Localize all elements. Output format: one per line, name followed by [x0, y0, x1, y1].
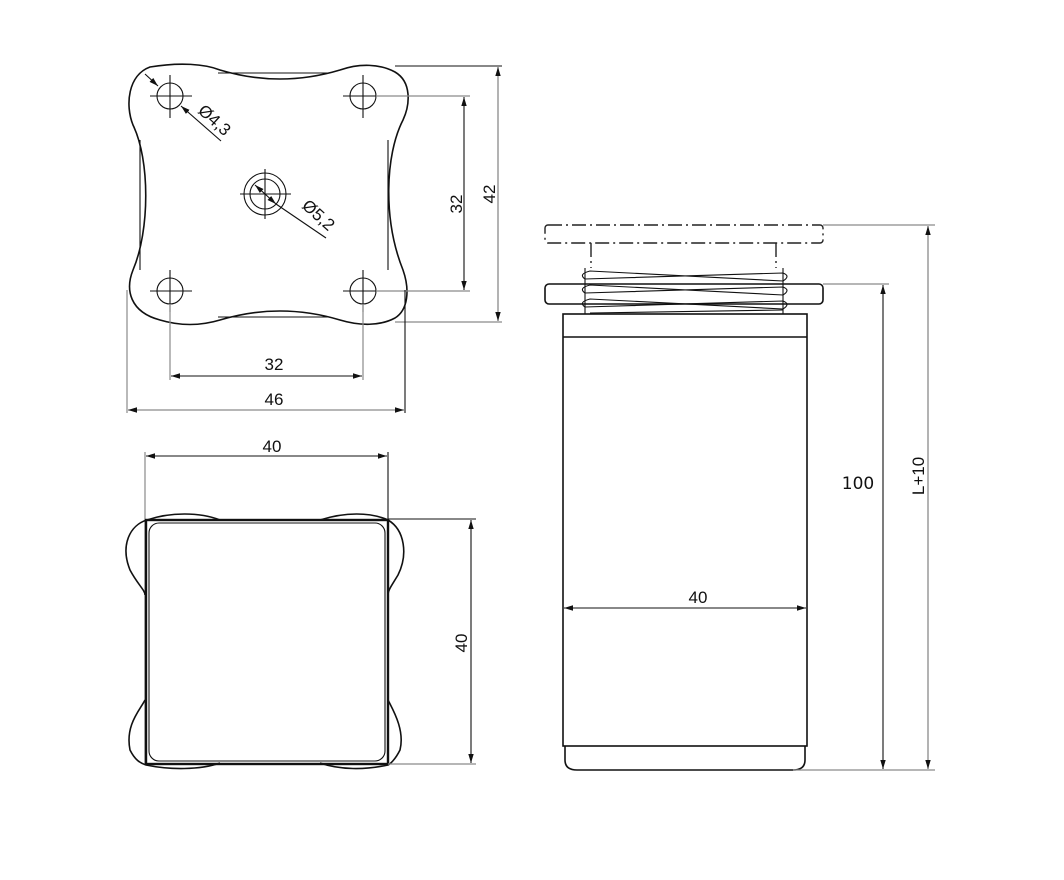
dim-label-l-plus-10: L+10 [909, 457, 928, 495]
dim-label-40-height: 40 [452, 634, 471, 653]
bottom-view: 40 40 [125, 437, 476, 770]
dim-hole-spacing-horizontal: 32 [171, 355, 362, 379]
dim-label-100: 100 [842, 474, 874, 494]
dim-label-42: 42 [480, 185, 499, 204]
plate-lobe-outline [125, 513, 405, 770]
side-view: 40 100 L+10 [544, 224, 935, 771]
dim-hole-spacing-vertical: 32 [447, 97, 467, 290]
dim-label-32-horizontal: 32 [265, 355, 284, 374]
mounting-hole-bottom-left [150, 270, 192, 312]
dim-body-height: 100 [842, 285, 886, 769]
mounting-hole-top-left [150, 75, 192, 118]
mounting-plate-outline [128, 63, 409, 326]
square-profile-inner [148, 522, 386, 762]
dim-hole-small-diameter: Ø4,3 [144, 73, 234, 142]
dim-label-40-body: 40 [689, 588, 708, 607]
dim-label-46: 46 [265, 390, 284, 409]
dim-label-32-vertical: 32 [447, 195, 466, 214]
threaded-bolt [581, 268, 788, 314]
dim-label-hole-small: Ø4,3 [194, 101, 234, 140]
foot-cap [564, 746, 806, 771]
dim-body-width: 40 [564, 588, 806, 611]
dim-label-hole-center: Ø5,2 [298, 196, 338, 235]
dim-plate-width: 46 [128, 390, 404, 413]
dim-square-height: 40 [452, 520, 474, 763]
phantom-plate-extended [544, 224, 824, 244]
dim-total-height: L+10 [909, 226, 931, 769]
dim-label-40-width: 40 [263, 437, 282, 456]
dim-hole-center-diameter: Ø5,2 [254, 184, 338, 239]
top-view: Ø4,3 Ø5,2 32 42 32 [126, 63, 502, 413]
square-profile-outer [144, 518, 390, 766]
dim-plate-height: 42 [480, 67, 501, 321]
leg-body [562, 313, 808, 747]
dim-square-width: 40 [146, 437, 387, 459]
